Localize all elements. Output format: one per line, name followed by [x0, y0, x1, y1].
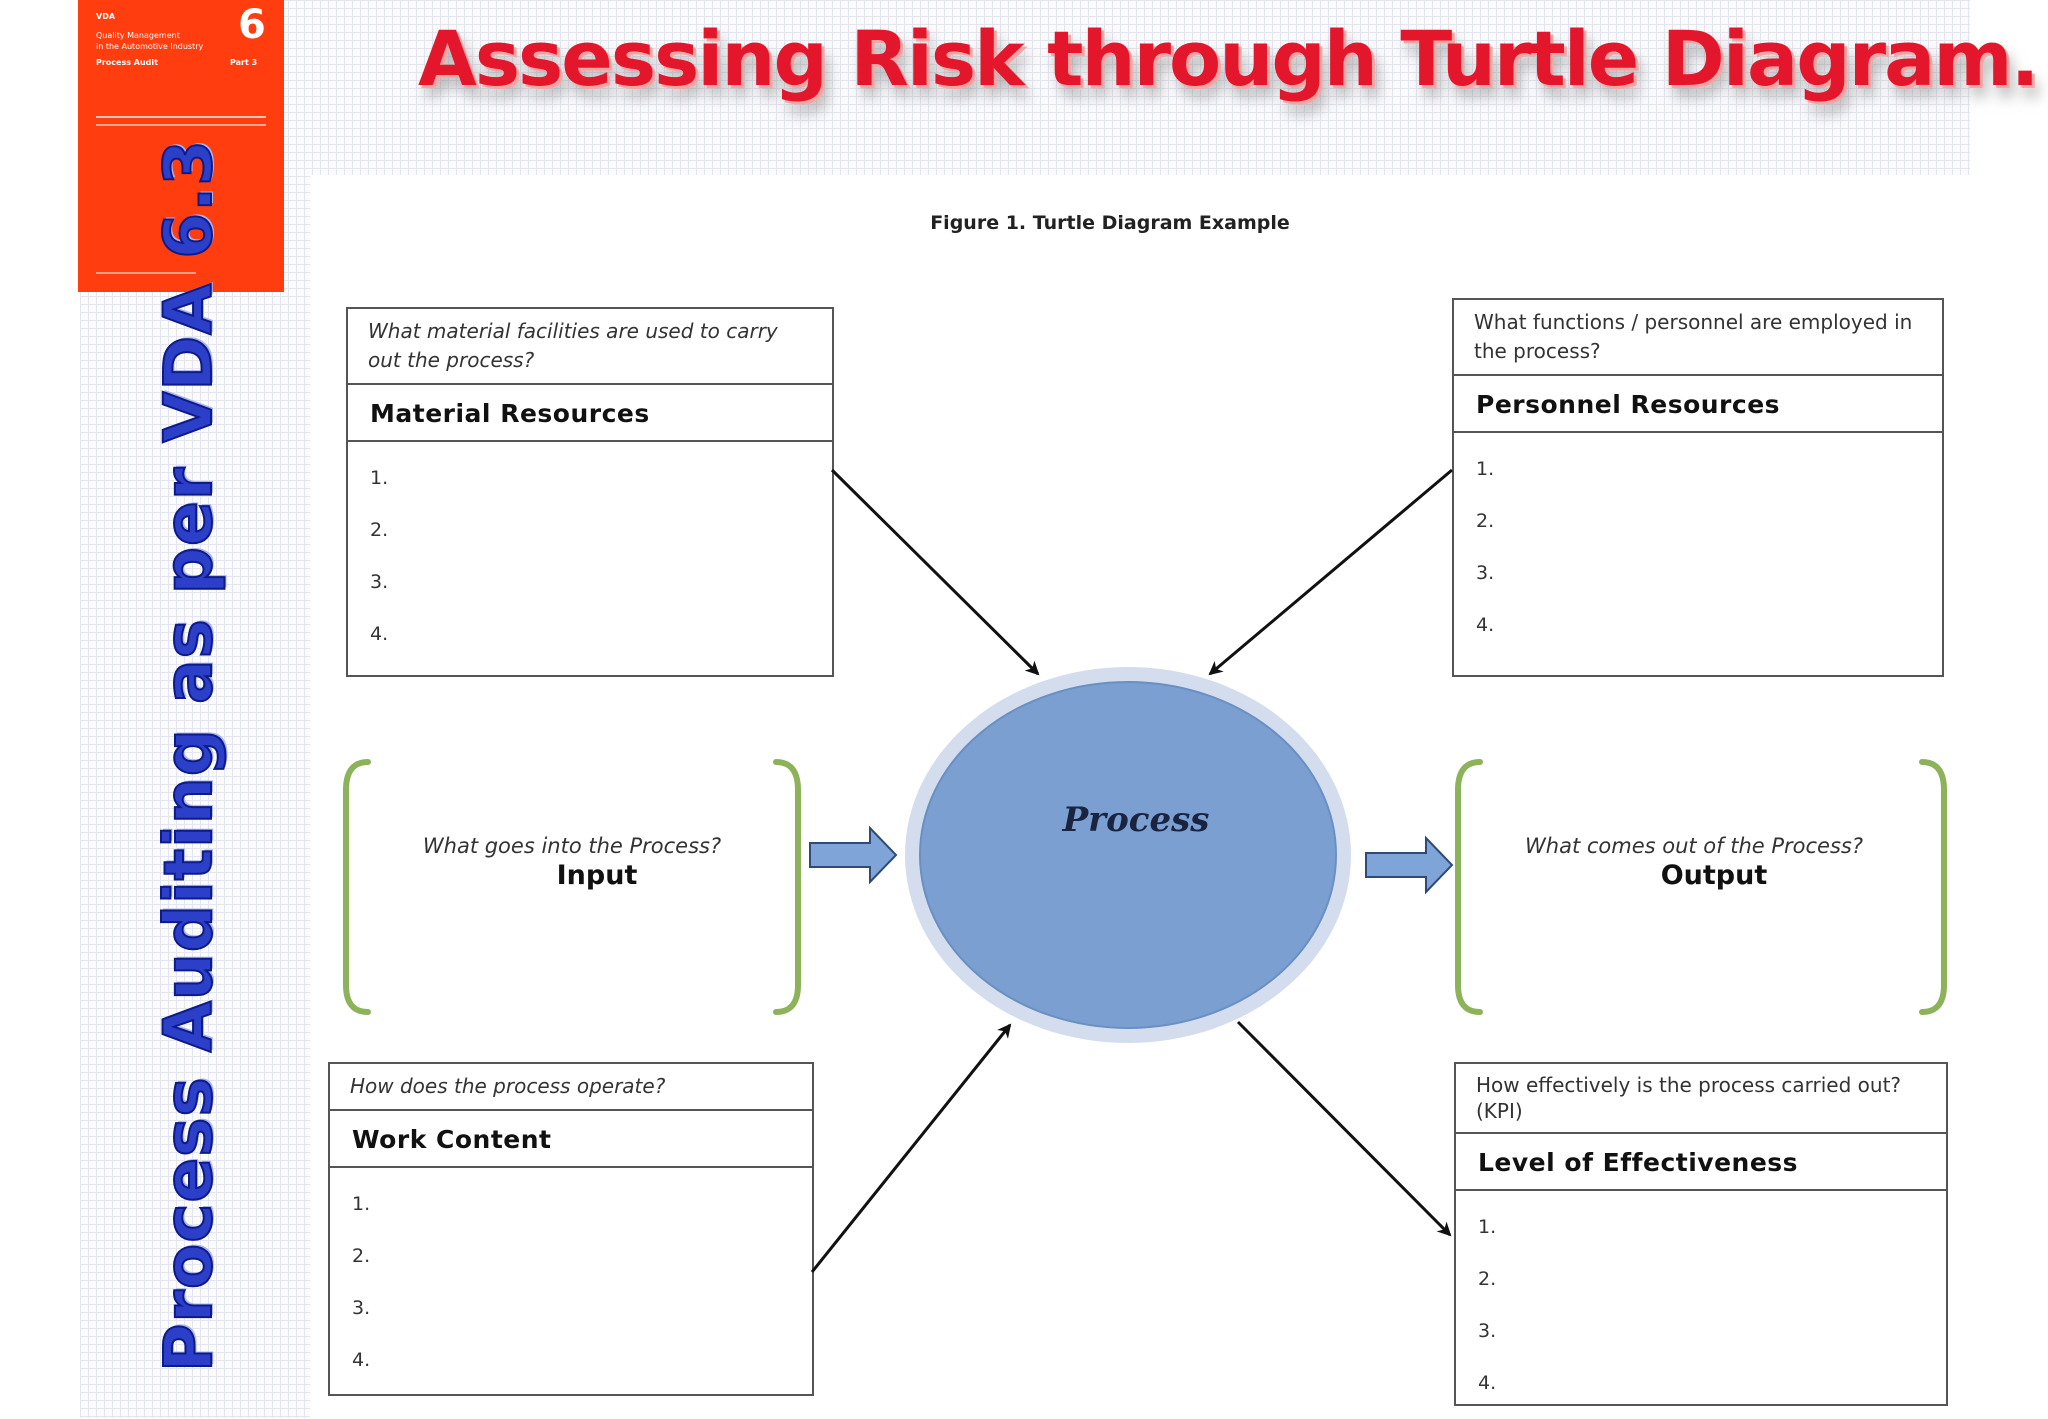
list-item: 2. — [1476, 510, 1495, 532]
personnel-question: What functions / personnel are employed … — [1454, 300, 1942, 376]
list-item: 1. — [352, 1193, 371, 1215]
list-item: 3. — [1476, 562, 1495, 584]
effectiveness-heading: Level of Effectiveness — [1456, 1134, 1946, 1191]
cover-rule — [96, 272, 196, 274]
output-block: What comes out of the Process? Output — [1474, 834, 1914, 891]
process-label: Process — [1062, 800, 1210, 840]
list-item: 3. — [1478, 1320, 1497, 1342]
effectiveness-question: How effectively is the process carried o… — [1456, 1064, 1946, 1134]
list-item: 3. — [352, 1297, 371, 1319]
input-right-bracket — [773, 759, 801, 1015]
output-question: What comes out of the Process? — [1525, 834, 1863, 858]
list-item: 2. — [1478, 1268, 1497, 1290]
cover-rule — [96, 124, 266, 126]
material-question: What material facilities are used to car… — [348, 309, 832, 385]
material-resources-box: What material facilities are used to car… — [346, 307, 834, 677]
list-item: 1. — [1476, 458, 1495, 480]
page-title: Assessing Risk through Turtle Diagram. — [418, 14, 2039, 103]
work-content-box: How does the process operate? Work Conte… — [328, 1062, 814, 1396]
arrow-icon — [810, 1023, 1012, 1273]
material-heading: Material Resources — [348, 385, 832, 442]
list-item: 4. — [1476, 614, 1495, 636]
list-item: 2. — [352, 1245, 371, 1267]
list-item: 2. — [370, 519, 389, 541]
input-block: What goes into the Process? Input — [362, 834, 782, 891]
output-left-bracket — [1455, 759, 1483, 1015]
process-ellipse — [919, 681, 1337, 1029]
work-heading: Work Content — [330, 1111, 812, 1168]
arrow-icon — [830, 468, 1040, 676]
material-list: 1. 2. 3. 4. — [348, 442, 832, 670]
list-item: 4. — [1478, 1372, 1497, 1394]
block-arrow-right-icon — [1365, 835, 1454, 895]
cover-subtitle: Process Audit — [96, 58, 158, 67]
work-question: How does the process operate? — [330, 1064, 812, 1111]
cover-tag: VDA — [96, 12, 116, 21]
vda-book-cover: VDA 6 Quality Management in the Automoti… — [78, 0, 284, 292]
block-arrow-right-icon — [809, 825, 898, 885]
list-item: 1. — [1478, 1216, 1497, 1238]
effectiveness-box: How effectively is the process carried o… — [1454, 1062, 1948, 1406]
personnel-heading: Personnel Resources — [1454, 376, 1942, 433]
cover-rule — [96, 116, 266, 118]
output-right-bracket — [1919, 759, 1947, 1015]
list-item: 4. — [370, 623, 389, 645]
arrow-icon — [1208, 468, 1453, 676]
list-item: 3. — [370, 571, 389, 593]
arrow-icon — [1236, 1020, 1452, 1237]
personnel-resources-box: What functions / personnel are employed … — [1452, 298, 1944, 677]
effectiveness-list: 1. 2. 3. 4. — [1456, 1191, 1946, 1419]
cover-part: Part 3 — [230, 58, 258, 67]
input-heading: Input — [556, 860, 638, 891]
figure-caption: Figure 1. Turtle Diagram Example — [930, 212, 1290, 234]
input-question: What goes into the Process? — [422, 834, 722, 858]
personnel-list: 1. 2. 3. 4. — [1454, 433, 1942, 661]
list-item: 4. — [352, 1349, 371, 1371]
work-list: 1. 2. 3. 4. — [330, 1168, 812, 1396]
cover-title: Quality Management in the Automotive Ind… — [96, 31, 204, 51]
output-heading: Output — [1660, 860, 1768, 891]
cover-number: 6 — [238, 2, 266, 48]
list-item: 1. — [370, 467, 389, 489]
input-left-bracket — [343, 759, 371, 1015]
